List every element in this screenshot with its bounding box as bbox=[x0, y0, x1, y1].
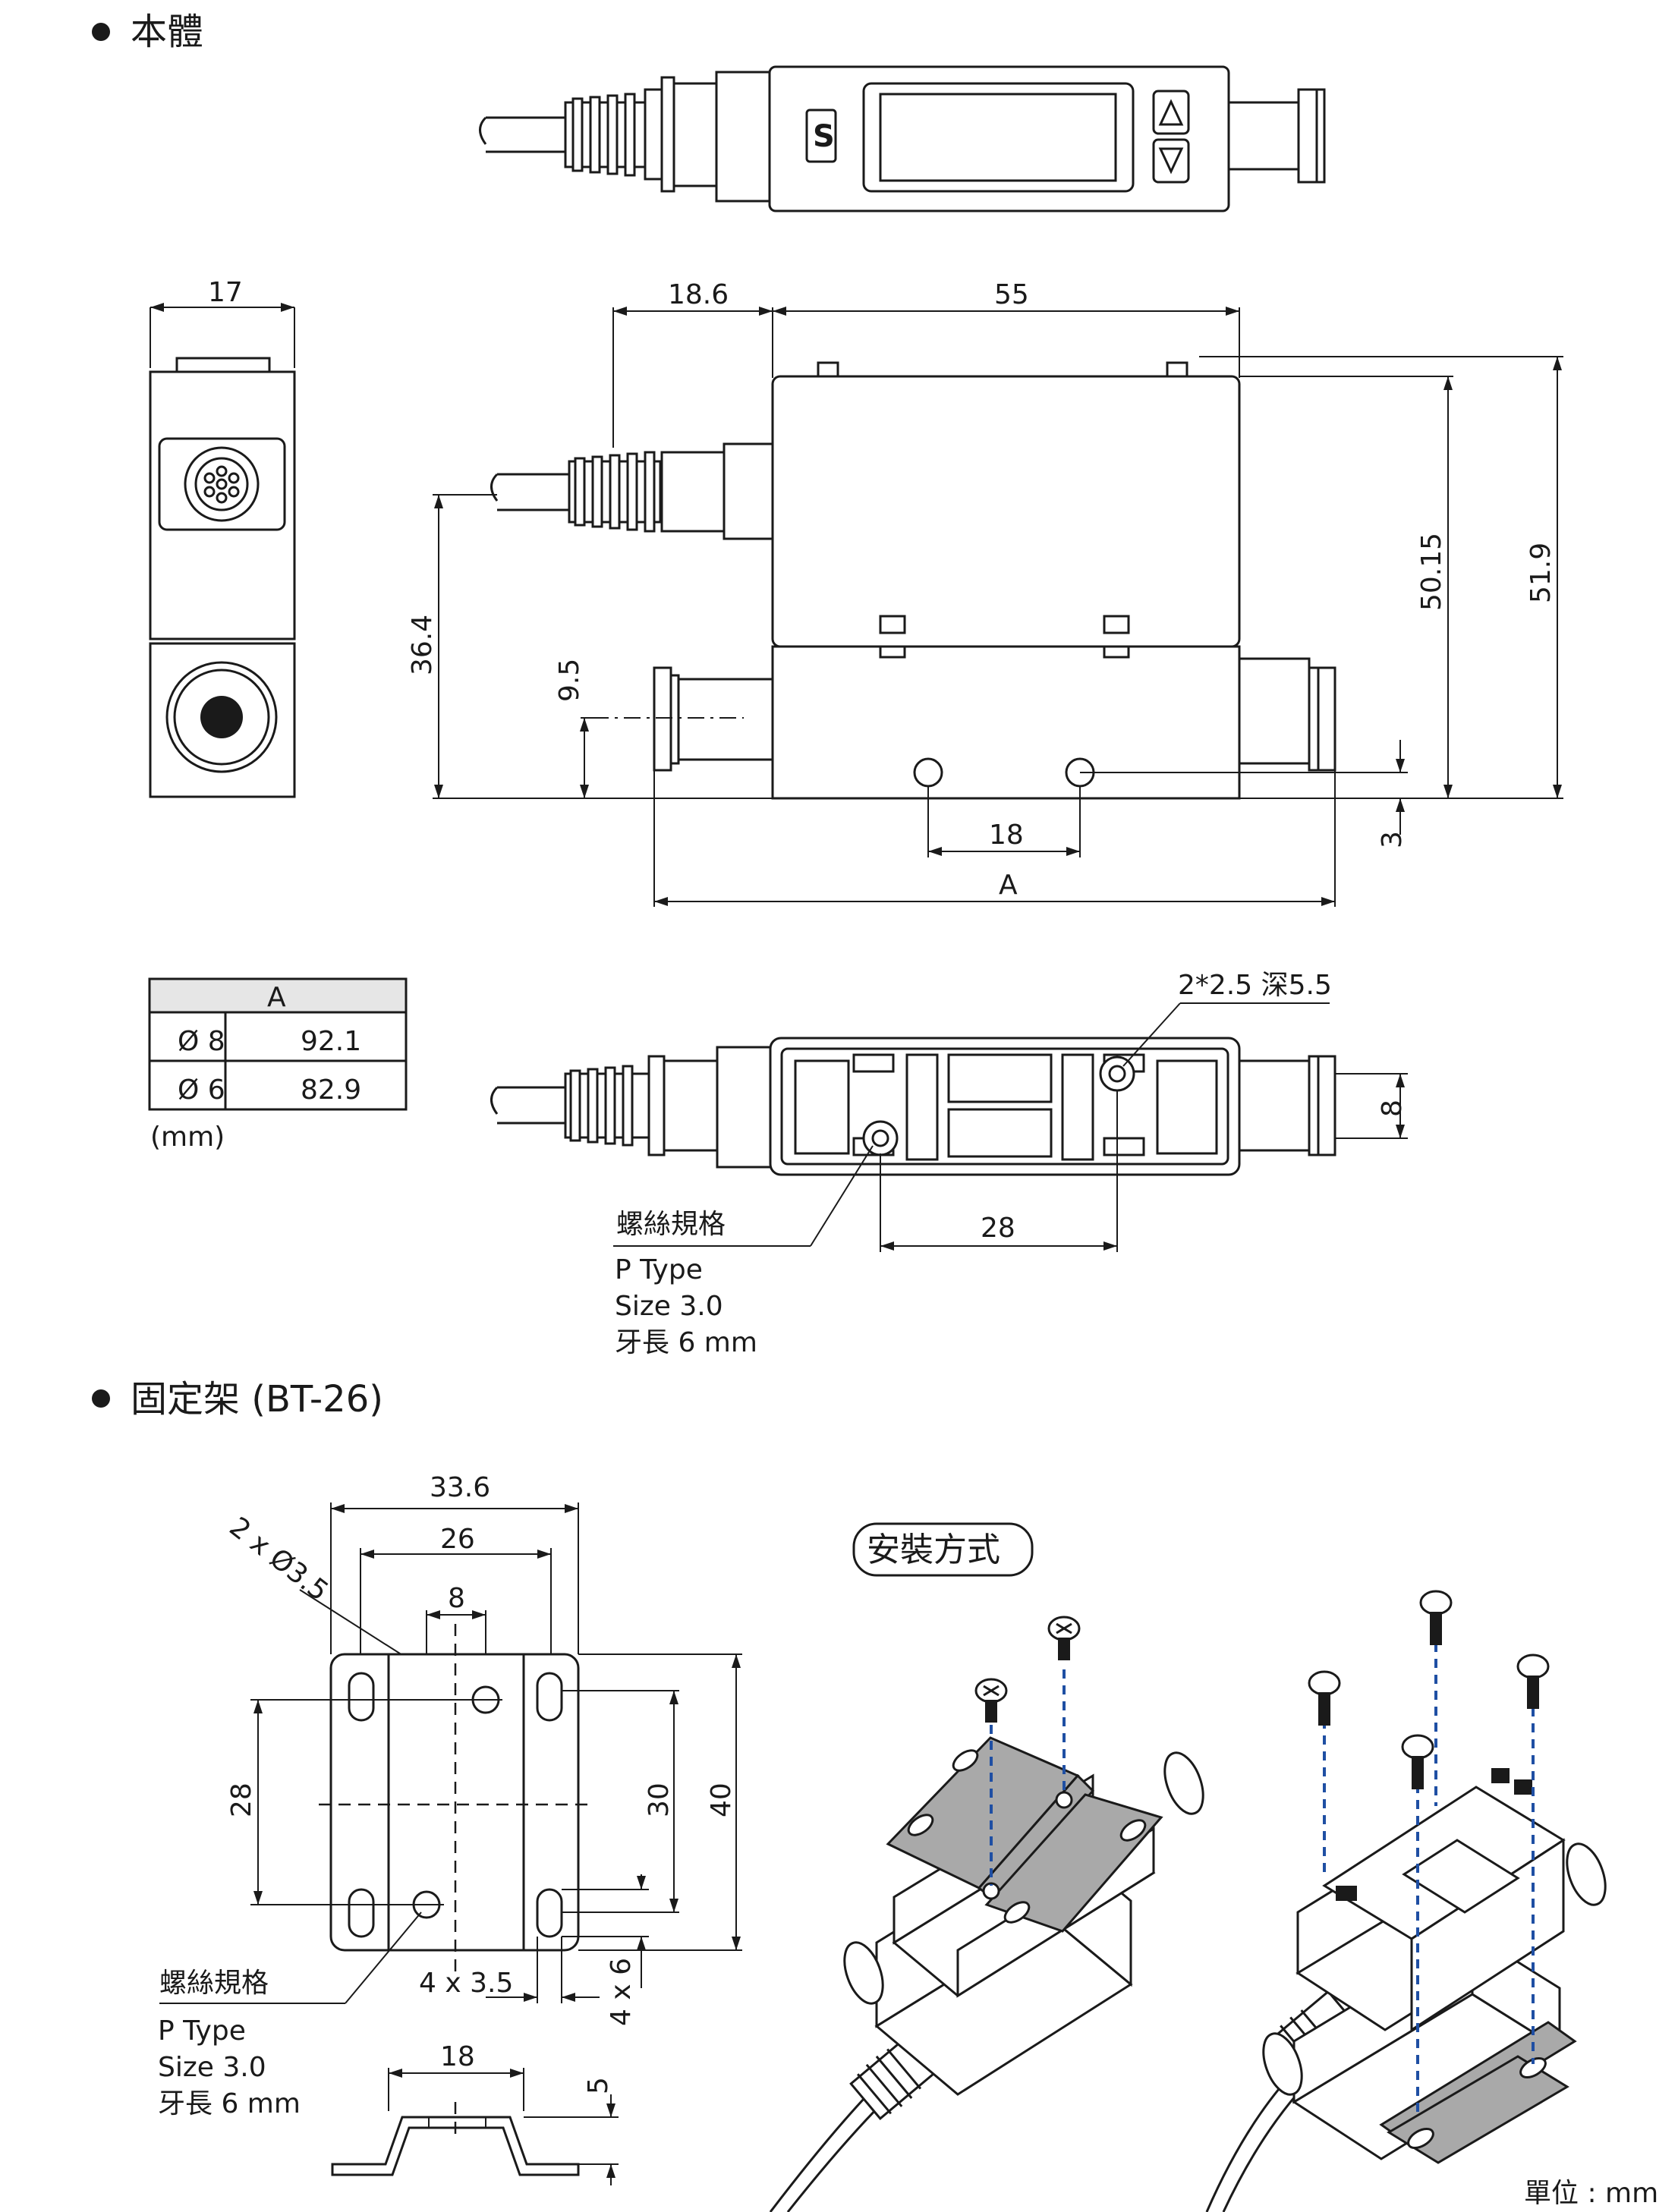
cable-strain-relief bbox=[564, 76, 718, 193]
screw-spec-line: Size 3.0 bbox=[615, 1291, 723, 1322]
table-row-value: 82.9 bbox=[301, 1075, 361, 1106]
front-body-upper bbox=[771, 375, 1241, 648]
bottom-view: 2*2.5 深5.5 8 28 螺絲規格 P Type Size 3.0 牙長 … bbox=[490, 970, 1408, 1358]
table-row-size: Ø 8 bbox=[178, 1026, 225, 1057]
installation-illustration: 安裝方式 bbox=[769, 1522, 1658, 2212]
dim-18: 18 bbox=[989, 820, 1024, 851]
bullet-icon bbox=[92, 1389, 110, 1408]
unit-label: 單位 : mm bbox=[1524, 2178, 1658, 2209]
dim-8: 8 bbox=[1377, 1100, 1408, 1117]
table-row-value: 92.1 bbox=[301, 1026, 361, 1057]
section-body-title: 本體 bbox=[92, 11, 203, 53]
front-view: 18.6 55 bbox=[407, 279, 1563, 907]
hole-note: 2*2.5 深5.5 bbox=[1178, 970, 1332, 1001]
down-button-icon bbox=[1152, 138, 1190, 184]
svg-text:S: S bbox=[813, 119, 835, 154]
screw-icon bbox=[1516, 1653, 1550, 1679]
dim-30: 30 bbox=[644, 1783, 675, 1817]
table-row-size: Ø 6 bbox=[178, 1075, 225, 1106]
dimension-table: A Ø 8 92.1 Ø 6 82.9 (mm) bbox=[148, 977, 408, 1153]
dim-17: 17 bbox=[208, 277, 243, 308]
bullet-icon bbox=[92, 23, 110, 41]
bracket-drawing: 33.6 26 8 2 x Ø3.5 28 bbox=[158, 1472, 742, 2185]
dim-50-15: 50.15 bbox=[1416, 533, 1447, 611]
slot-icon bbox=[348, 1888, 375, 1938]
section-bracket-title: 固定架 (BT-26) bbox=[92, 1378, 383, 1421]
screw-spec-line: P Type bbox=[158, 2015, 246, 2047]
section-title-bracket: 固定架 (BT-26) bbox=[131, 1378, 383, 1421]
dim-28: 28 bbox=[981, 1213, 1015, 1244]
screw-icon bbox=[1419, 1590, 1453, 1616]
dim-33-6: 33.6 bbox=[430, 1472, 490, 1503]
dim-26: 26 bbox=[440, 1524, 475, 1555]
screw-icon bbox=[1308, 1670, 1341, 1696]
front-body-lower bbox=[771, 645, 1241, 800]
screw-spec-title: 螺絲規格 bbox=[159, 1968, 269, 1999]
table-unit: (mm) bbox=[150, 1122, 225, 1153]
screw-spec-line: Size 3.0 bbox=[158, 2052, 266, 2083]
install-label-box bbox=[852, 1522, 1034, 1577]
left-fitting bbox=[653, 666, 672, 772]
slot-icon bbox=[536, 1672, 563, 1722]
up-button-icon bbox=[1152, 90, 1190, 135]
dim-36-4: 36.4 bbox=[407, 615, 438, 675]
dim-28: 28 bbox=[226, 1783, 257, 1817]
screw-icon bbox=[1401, 1734, 1434, 1760]
install-label: 安裝方式 bbox=[867, 1531, 1000, 1569]
dim-40: 40 bbox=[706, 1783, 737, 1817]
assembly-left bbox=[769, 1616, 1204, 2212]
hole-callout: 2 x Ø3.5 bbox=[223, 1512, 334, 1607]
screw-spec-line: 牙長 6 mm bbox=[615, 1327, 757, 1358]
bracket-profile bbox=[331, 2116, 580, 2176]
dim-a: A bbox=[999, 870, 1018, 901]
top-view: S bbox=[479, 65, 1326, 212]
cable-cut bbox=[479, 116, 487, 145]
slot-icon bbox=[348, 1672, 375, 1722]
dim-51-9: 51.9 bbox=[1525, 543, 1557, 603]
screw-spec-line: P Type bbox=[615, 1254, 703, 1285]
dim-5: 5 bbox=[583, 2077, 614, 2094]
side-view: 17 bbox=[149, 277, 296, 798]
screw-spec-title: 螺絲規格 bbox=[616, 1209, 726, 1240]
screw-spec-line: 牙長 6 mm bbox=[158, 2088, 301, 2119]
cable-cut bbox=[490, 473, 499, 502]
right-fitting bbox=[1238, 657, 1311, 765]
dim-55: 55 bbox=[994, 279, 1029, 310]
table-header: A bbox=[267, 982, 286, 1013]
section-title-body: 本體 bbox=[131, 11, 203, 53]
dim-3: 3 bbox=[1377, 831, 1408, 848]
dim-4x3-5: 4 x 3.5 bbox=[419, 1968, 513, 1999]
mount-hole-icon bbox=[913, 757, 943, 788]
cable-cut bbox=[490, 1086, 499, 1115]
dim-8: 8 bbox=[448, 1583, 465, 1614]
dim-9-5: 9.5 bbox=[554, 659, 585, 702]
logo-icon bbox=[805, 109, 837, 163]
dim-4x6: 4 x 6 bbox=[606, 1958, 637, 2026]
dim-18-6: 18.6 bbox=[668, 279, 729, 310]
slot-icon bbox=[536, 1888, 563, 1938]
dim-18: 18 bbox=[440, 2041, 475, 2072]
assembly-right bbox=[1205, 1590, 1607, 2212]
